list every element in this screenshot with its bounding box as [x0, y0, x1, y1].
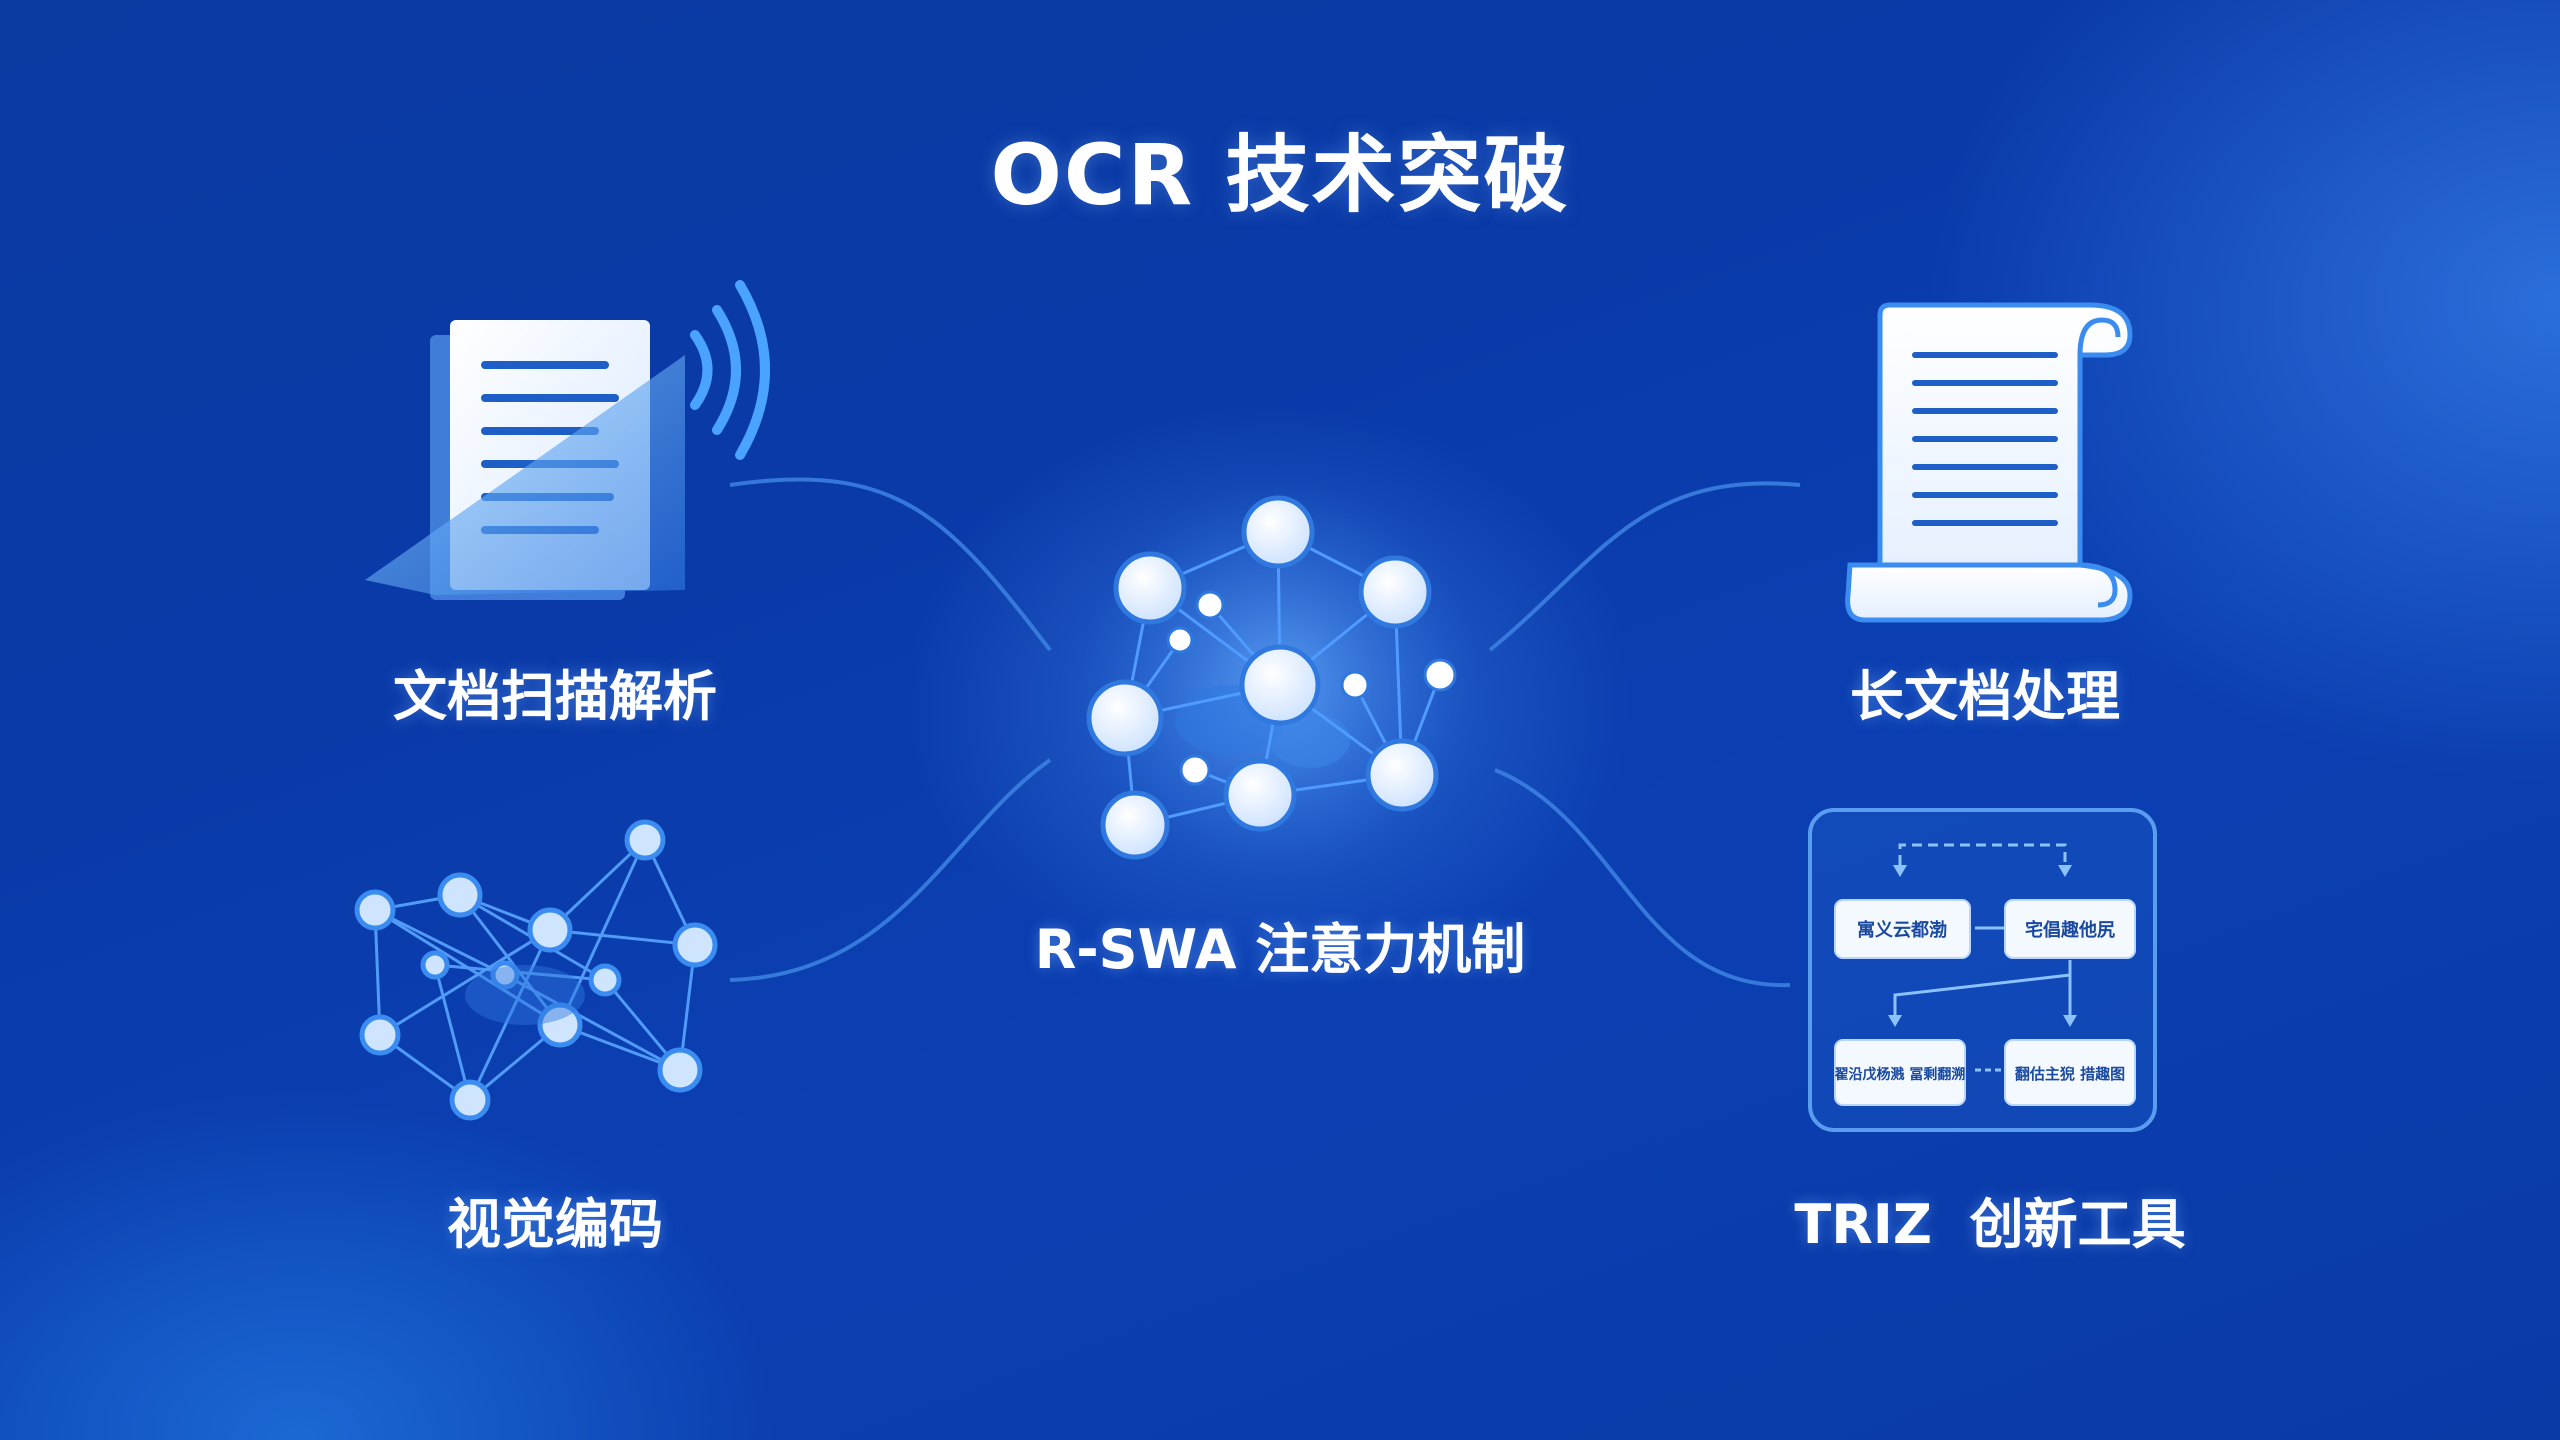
attention-network-icon — [1080, 480, 1480, 880]
label-document-scan: 文档扫描解析 — [393, 665, 717, 728]
label-attention-mechanism: R-SWA 注意力机制 — [1034, 918, 1526, 981]
network-graph-icon — [354, 819, 718, 1121]
flow-box-3: 翟沿戊杨溅 冨剩翻溯 — [1835, 1066, 1966, 1083]
connector-bottom-right — [1494, 768, 1791, 988]
label-visual-encoding: 视觉编码 — [447, 1193, 663, 1256]
flowchart-icon: 寓义云都渤 宅倡趣他尻 翟沿戊杨溅 冨剩翻溯 翻估主猊 措趣图 — [1808, 808, 2157, 1132]
flow-box-1: 寓义云都渤 — [1857, 919, 1947, 941]
document-scan-icon — [365, 280, 770, 600]
page-title: OCR 技术突破 — [990, 126, 1570, 224]
connector-top-left — [729, 477, 1052, 652]
flow-box-2: 宅倡趣他尻 — [2025, 919, 2115, 941]
label-long-document: 长文档处理 — [1850, 665, 2120, 728]
connector-bottom-left — [729, 758, 1052, 982]
flow-box-4: 翻估主猊 措趣图 — [2015, 1065, 2125, 1083]
connector-top-right — [1488, 481, 1801, 652]
scroll-document-icon — [1845, 302, 2133, 623]
label-triz-tool: TRIZ 创新工具 — [1794, 1193, 2186, 1256]
